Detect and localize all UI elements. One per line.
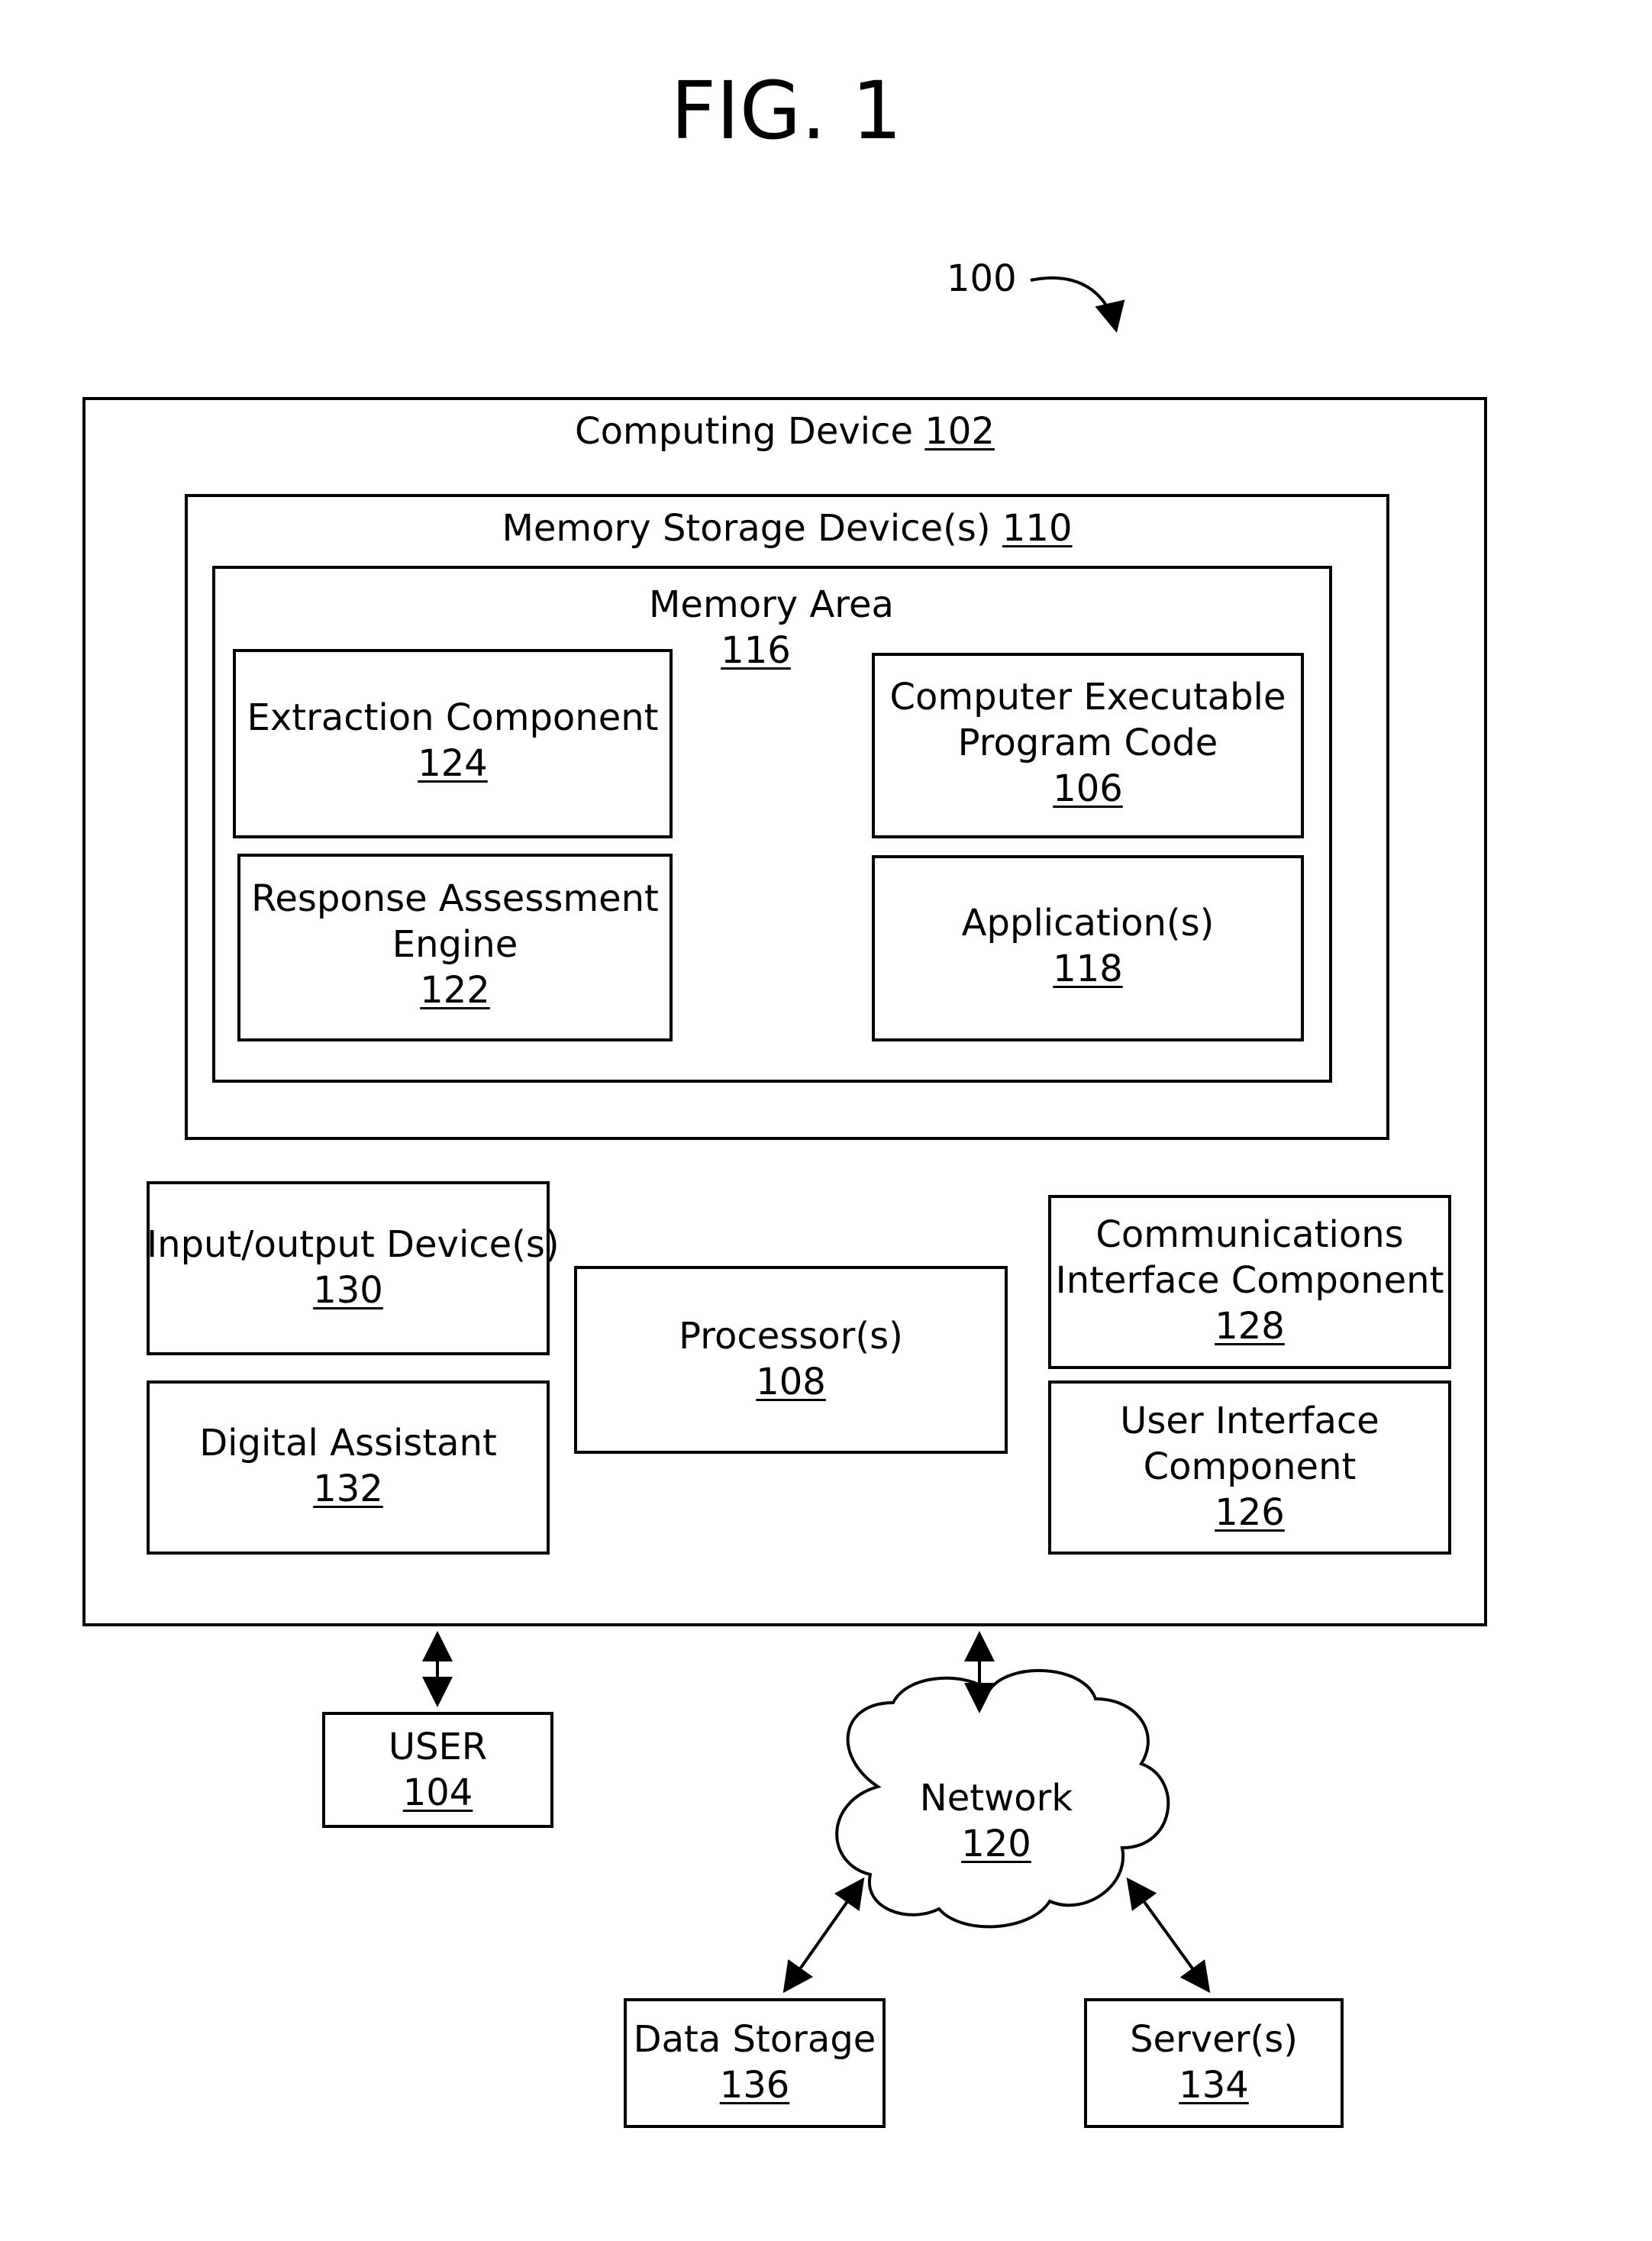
reference-arrow: [1031, 278, 1116, 330]
network-label: Network 120: [893, 1775, 1099, 1867]
network-name: Network: [893, 1775, 1099, 1821]
servers-link-arrow: [1128, 1880, 1208, 1991]
network-ref: 120: [961, 1823, 1031, 1865]
data-storage-link-arrow: [785, 1880, 863, 1991]
